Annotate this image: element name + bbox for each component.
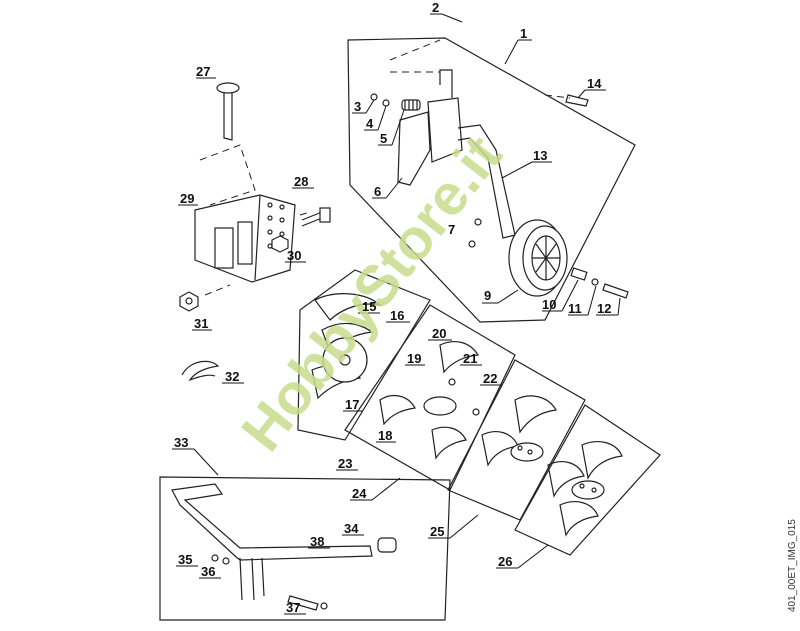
cap-34 [377,537,397,553]
label-27: 27 [196,64,210,79]
bolt-37 [287,595,328,611]
label-21: 21 [463,351,477,366]
label-5: 5 [380,131,387,146]
tine-set-23 [311,293,383,400]
label-35: 35 [178,552,192,567]
wheel-9 [508,219,568,297]
pin-14 [565,94,589,107]
nut-30 [271,235,289,253]
label-29: 29 [180,191,194,206]
drag-bar-38 [171,483,373,601]
watermark: HobbyStore.it [229,123,514,463]
dash-line-28 [299,211,311,216]
label-23: 23 [338,456,352,471]
label-28: 28 [294,174,308,189]
label-31: 31 [194,316,208,331]
label-20: 20 [432,326,446,341]
nut-35-36 [211,554,230,565]
pin-27 [216,82,240,141]
label-1: 1 [520,26,527,41]
dash-line-27-29 [199,144,256,206]
label-15: 15 [362,299,376,314]
label-10: 10 [542,297,556,312]
bolt-28 [301,207,331,227]
dash-line-31 [204,284,231,296]
label-7: 7 [448,222,455,237]
label-11: 11 [568,301,582,316]
label-37: 37 [286,600,300,615]
dash-line-14 [544,94,571,99]
label-3: 3 [354,99,361,114]
tine-set-25 [481,395,557,467]
frame-tine-25 [447,359,586,521]
clip-32 [181,360,220,382]
label-26: 26 [498,554,512,569]
label-30: 30 [287,248,301,263]
label-17: 17 [345,397,359,412]
label-25: 25 [430,524,444,539]
screw-3-4 [370,93,390,107]
nut-31 [179,291,199,312]
label-2: 2 [432,0,439,15]
tine-set-24 [379,341,480,460]
image-code: 401_00ET_IMG_015 [787,519,798,612]
frame-tine-23 [297,269,431,441]
spring-5 [401,99,421,111]
label-6: 6 [374,184,381,199]
label-32: 32 [225,369,239,384]
leader-lines [172,13,621,615]
label-34: 34 [344,521,359,536]
label-19: 19 [407,351,421,366]
hitch-bracket-29 [194,194,296,283]
label-22: 22 [483,371,497,386]
label-38: 38 [310,534,324,549]
label-9: 9 [484,288,491,303]
label-12: 12 [597,301,611,316]
label-13: 13 [533,148,547,163]
label-33: 33 [174,435,188,450]
frame-tine-26 [514,404,661,556]
label-18: 18 [378,428,392,443]
tine-set-26 [547,441,623,537]
axle-parts-10-12 [570,267,629,299]
frame-wheel-assembly [347,37,636,323]
nut-7-8 [468,218,482,248]
label-36: 36 [201,564,215,579]
label-14: 14 [587,76,602,91]
frame-handle-33 [159,476,451,621]
label-24: 24 [352,486,367,501]
dash-line-2-to-frame [389,39,441,61]
label-16: 16 [390,308,404,323]
wheel-support-bracket [397,69,516,239]
frame-tine-24 [344,304,516,491]
label-4: 4 [366,116,374,131]
